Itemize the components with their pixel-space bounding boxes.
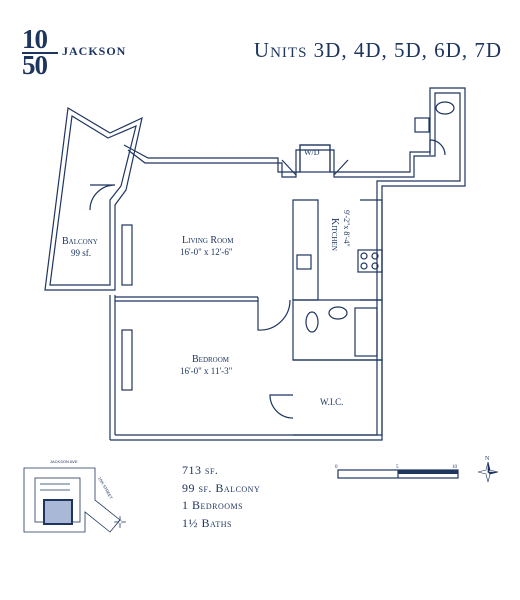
logo-wordmark: JACKSON	[62, 44, 127, 58]
summary-baths: 1½ Baths	[182, 515, 233, 530]
scale-label-10: 10	[452, 465, 458, 470]
door-balcony	[89, 184, 116, 211]
window-living	[121, 224, 133, 286]
key-plan-compass-icon	[113, 515, 127, 529]
bedroom-name: Bedroom	[192, 354, 230, 365]
key-plan-unit-highlight	[43, 499, 73, 525]
kitchen-name: Kitchen	[329, 218, 340, 251]
logo-number-bottom: 50	[22, 50, 48, 80]
scale-bar-fill	[398, 470, 458, 474]
wic-door	[269, 394, 294, 419]
wd-closet	[299, 144, 331, 173]
window-bedroom	[121, 329, 133, 391]
summary-balcony: 99 sf. Balcony	[182, 480, 261, 495]
key-plan	[23, 467, 121, 533]
bedroom-size: 16'-0" x 11'-3"	[180, 366, 233, 376]
summary-bedrooms: 1 Bedrooms	[182, 498, 244, 512]
top-bath-door	[429, 139, 446, 156]
wic-label: W.I.C.	[320, 397, 343, 407]
wd-label: W/D	[304, 148, 320, 157]
bathroom-walls	[292, 299, 383, 361]
scale-label-0: 0	[335, 465, 338, 470]
logo-number-top: 10	[22, 24, 48, 54]
living-room-size: 16'-0" x 12'-6"	[180, 247, 233, 257]
wall-living-bedroom	[115, 296, 258, 302]
kitchen-counter	[292, 199, 319, 301]
logo: 10 50 JACKSON	[22, 22, 142, 82]
living-room-name: Living Room	[182, 235, 234, 246]
key-plan-street-1: JACKSON AVE	[50, 459, 78, 464]
units-title: Units 3D, 4D, 5D, 6D, 7D	[253, 38, 502, 62]
range	[357, 249, 383, 273]
unit-summary: 713 sf. 99 sf. Balcony 1 Bedrooms 1½ Bat…	[182, 462, 260, 532]
scale-label-5: 5	[396, 465, 399, 470]
compass-icon: N	[477, 456, 499, 483]
key-plan-street-2: 10th STREET	[97, 476, 114, 500]
door-bedroom	[257, 297, 291, 331]
bathtub	[354, 307, 378, 357]
balcony-inner	[49, 115, 137, 286]
toilet	[305, 311, 319, 333]
balcony-name: Balcony	[62, 236, 98, 247]
wic-walls	[293, 359, 383, 436]
top-bath-sink	[414, 117, 430, 133]
logo-rule	[22, 52, 58, 54]
summary-area: 713 sf.	[182, 463, 219, 477]
balcony-size: 99 sf.	[71, 248, 91, 258]
compass-label: N	[485, 456, 490, 462]
kitchen-sink	[296, 254, 312, 270]
kitchen-size: 9'-2"x 8'-4"	[342, 210, 351, 247]
balcony-outline	[44, 107, 143, 291]
bath-sink	[328, 306, 348, 320]
top-bath-toilet	[435, 101, 455, 115]
exterior-wall-top-inner	[115, 92, 461, 436]
exterior-wall-top	[110, 87, 466, 441]
